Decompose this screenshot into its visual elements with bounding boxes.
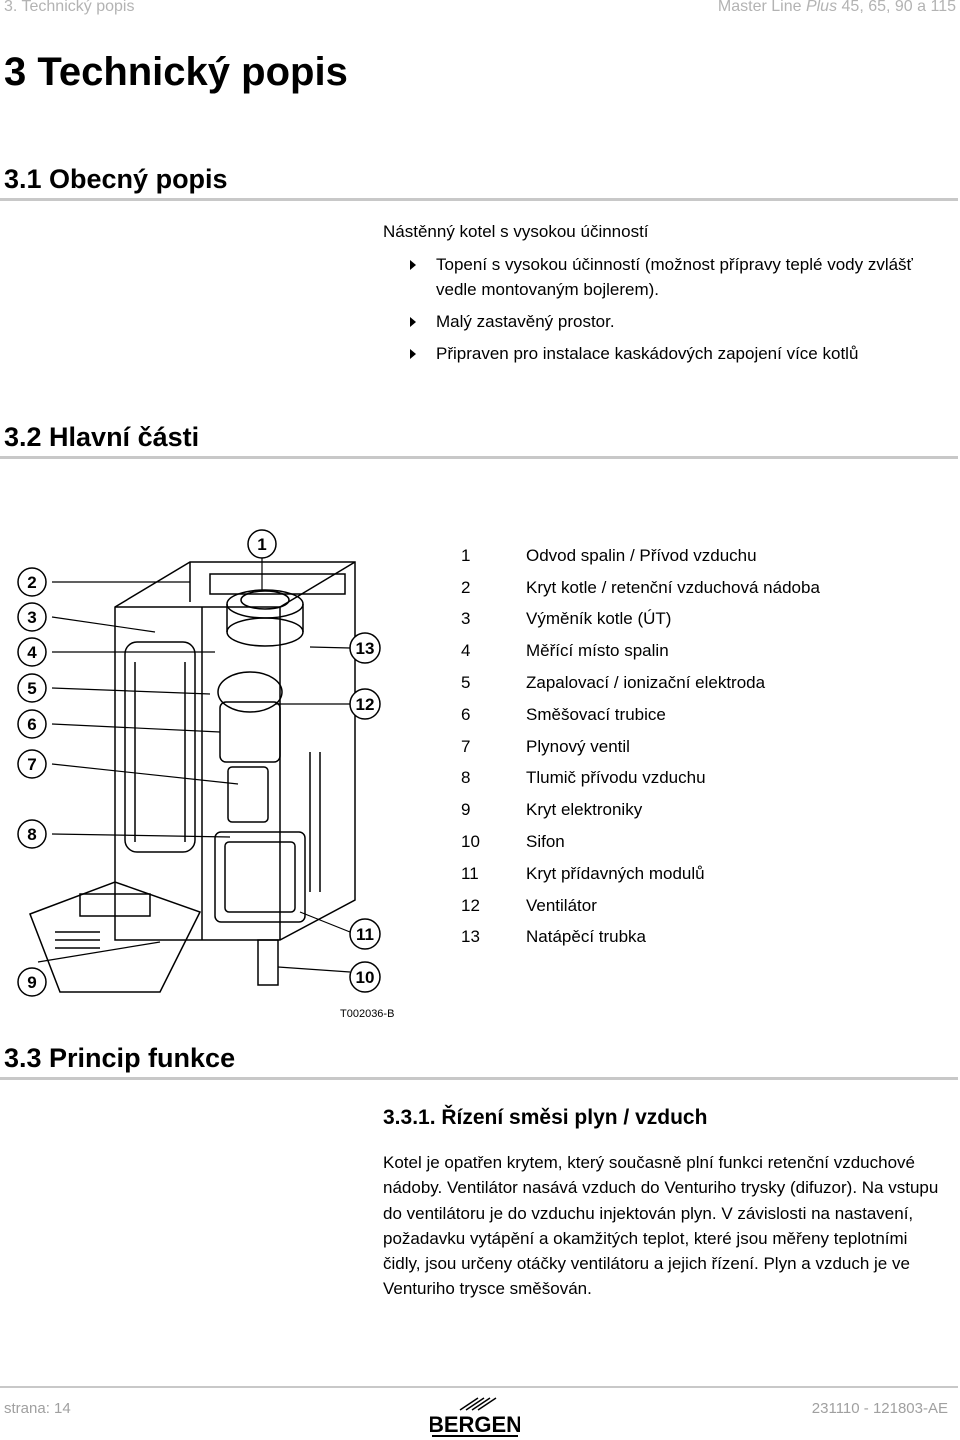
logo-text: BERGEN [430,1412,520,1437]
legend-label: Měřící místo spalin [526,641,669,661]
legend-number: 10 [461,832,480,852]
callout-label: 6 [27,715,36,734]
legend-label: Odvod spalin / Přívod vzduchu [526,545,757,565]
legend-label: Směšovací trubice [526,704,666,724]
legend-label: Ventilátor [526,895,597,915]
header-product-prefix: Master Line [717,0,802,15]
legend-row: 4 Měřící místo spalin [461,635,820,667]
callout-label: 10 [356,968,375,987]
footer-divider [0,1386,958,1388]
section-divider-3-1 [0,198,958,201]
callout-label: 5 [27,679,36,698]
legend-number: 7 [461,736,471,756]
legend-label: Natápěcí trubka [526,927,647,947]
callout-label: 2 [27,573,36,592]
callout-label: 12 [356,695,375,714]
legend-label: Výměník kotle (ÚT) [526,609,672,629]
bullet-triangle-icon [410,260,416,270]
callout-label: 13 [356,639,375,658]
callout-label: 3 [27,608,36,627]
legend-number: 11 [461,863,479,883]
bullet-triangle-icon [410,349,416,359]
callout-label: 8 [27,825,36,844]
bergen-logo: BERGEN [430,1397,520,1437]
section-divider-3-3 [0,1077,958,1080]
callout-label: 9 [27,973,36,992]
legend-label: Kryt kotle / retenční vzduchová nádoba [526,577,820,597]
list-item: Topení s vysokou účinností (možnost příp… [410,252,958,302]
page-number: strana: 14 [4,1400,71,1417]
callout-label: 4 [27,643,37,662]
legend-number: 6 [461,704,471,724]
section-heading-3-1: 3.1 Obecný popis [4,164,228,194]
header-section-title: 3. Technický popis [4,0,135,15]
subsection-heading: 3.3.1. Řízení směsi plyn / vzduch [383,1106,708,1129]
legend-row: 13 Natápěcí trubka [461,922,820,954]
legend-number: 1 [461,545,471,565]
list-item-text: Připraven pro instalace kaskádových zapo… [436,344,859,363]
legend-label: Tlumič přívodu vzduchu [526,768,706,788]
function-paragraph: Kotel je opatřen krytem, který současně … [383,1153,939,1299]
legend-number: 3 [461,609,471,629]
legend-row: 11 Kryt přídavných modulů [461,858,820,890]
list-item-text: Malý zastavěný prostor. [436,312,615,331]
legend-row: 3 Výměník kotle (ÚT) [461,604,820,636]
section-divider-3-2 [0,456,958,459]
legend-row: 6 Směšovací trubice [461,699,820,731]
legend-row: 12 Ventilátor [461,890,820,922]
header-product-name: Master Line Plus 45, 65, 90 a 115 [718,0,956,16]
legend-number: 5 [461,673,471,693]
callout-label: 7 [27,755,36,774]
legend-number: 12 [461,895,480,915]
legend-row: 10 Sifon [461,826,820,858]
page-title: 3 Technický popis [4,50,348,94]
parts-legend: 1 Odvod spalin / Přívod vzduchu 2 Kryt kot… [461,540,820,953]
legend-number: 8 [461,768,471,788]
bullet-triangle-icon [410,317,416,327]
legend-number: 13 [461,927,480,947]
legend-row: 1 Odvod spalin / Přívod vzduchu [461,540,820,572]
intro-text: Nástěnný kotel s vysokou účinností [383,222,649,241]
legend-row: 5 Zapalovací / ionizační elektroda [461,667,820,699]
callout-label: 11 [356,925,374,944]
boiler-diagram: 1 2 3 4 5 6 7 8 9 10 11 12 13 [17,529,381,997]
legend-label: Kryt přídavných modulů [526,863,705,883]
figure-code: T002036-B [340,1008,395,1020]
legend-number: 2 [461,577,471,597]
legend-row: 8 Tlumič přívodu vzduchu [461,763,820,795]
list-item: Připraven pro instalace kaskádových zapo… [410,341,958,366]
legend-number: 9 [461,800,471,820]
header-product-italic: Plus [805,0,838,15]
section-heading-3-2: 3.2 Hlavní části [4,422,200,452]
legend-row: 7 Plynový ventil [461,731,820,763]
legend-label: Zapalovací / ionizační elektroda [526,673,766,693]
legend-label: Kryt elektroniky [526,800,643,820]
legend-number: 4 [461,641,471,661]
legend-row: 9 Kryt elektroniky [461,794,820,826]
feature-list: Topení s vysokou účinností (možnost příp… [410,252,958,373]
callout-label: 1 [257,535,266,554]
document-code: 231110 - 121803-AE [811,1400,948,1417]
section-heading-3-3: 3.3 Princip funkce [4,1043,236,1073]
legend-row: 2 Kryt kotle / retenční vzduchová nádoba [461,572,820,604]
list-item-text: Topení s vysokou účinností (možnost příp… [436,255,913,299]
legend-label: Plynový ventil [526,736,630,756]
header-product-models: 45, 65, 90 a 115 [841,0,956,15]
legend-label: Sifon [526,832,565,852]
list-item: Malý zastavěný prostor. [410,309,958,334]
